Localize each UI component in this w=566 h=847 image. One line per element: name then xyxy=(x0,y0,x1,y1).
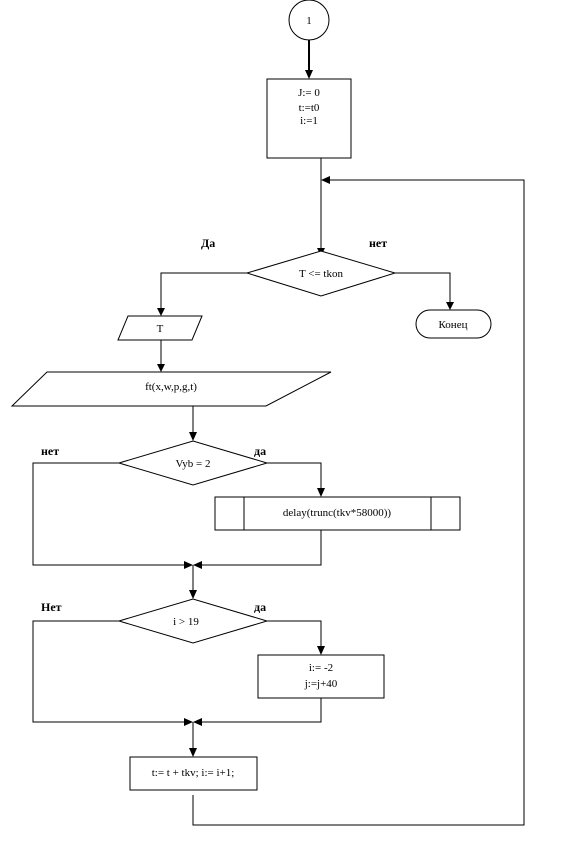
decision-i-no-label: Нет xyxy=(41,600,62,614)
output-ft-parallelogram xyxy=(10,371,332,407)
output-T-parallelogram xyxy=(117,315,203,341)
arrow-head xyxy=(189,590,197,599)
arrow-head xyxy=(157,308,165,316)
delay-subroutine-box xyxy=(214,496,461,531)
increment-process-box xyxy=(129,756,258,791)
connector-label: 1 xyxy=(306,15,312,27)
init-process-box xyxy=(266,78,352,159)
delay-label: delay(trunc(tkv*58000)) xyxy=(283,507,391,519)
decision-i-yes-label: да xyxy=(254,600,266,614)
end-label: Конец xyxy=(439,319,468,331)
arrow-head xyxy=(184,718,193,726)
reset-line-1: i:= -2 xyxy=(309,662,333,674)
arrow-head xyxy=(193,718,202,726)
init-line-2: t:=t0 xyxy=(299,102,320,114)
output-ft-label: ft(x,w,p,g,t) xyxy=(145,381,197,393)
arrow-head xyxy=(305,70,313,79)
edge-delay-merge xyxy=(200,530,322,566)
increment-label: t:= t + tkv; i:= i+1; xyxy=(152,767,235,779)
edge-reset-merge xyxy=(200,698,322,723)
reset-line-2: j:=j+40 xyxy=(304,678,338,690)
decision-vyb-condition: Vyb = 2 xyxy=(176,458,211,470)
arrow-head xyxy=(317,488,325,497)
edge-vyb-no xyxy=(32,462,186,566)
end-terminator xyxy=(415,309,492,339)
arrow-head xyxy=(321,176,330,184)
arrow-head xyxy=(189,748,197,757)
decision-time-yes-label: Да xyxy=(201,236,215,250)
init-line-3: i:=1 xyxy=(300,115,318,127)
decision-time-condition: T <= tkon xyxy=(299,268,343,280)
arrow-head xyxy=(193,561,202,569)
edge-i-yes xyxy=(267,620,322,648)
output-T-label: T xyxy=(157,323,164,335)
edge-decision-yes xyxy=(160,272,247,310)
decision-vyb-yes-label: да xyxy=(254,444,266,458)
decision-vyb-no-label: нет xyxy=(41,444,59,458)
arrow-head xyxy=(446,302,454,310)
decision-i-condition: i > 19 xyxy=(173,616,199,628)
arrow-head xyxy=(317,646,325,655)
arrow-head xyxy=(184,561,193,569)
edge-decision-no xyxy=(395,272,451,304)
edge-loop-back xyxy=(192,179,525,826)
decision-time-no-label: нет xyxy=(369,236,387,250)
edge-vyb-yes xyxy=(267,462,322,490)
arrow-head xyxy=(189,432,197,441)
arrow-head xyxy=(157,364,165,372)
edge-i-no xyxy=(32,620,186,723)
init-line-1: J:= 0 xyxy=(298,87,320,99)
reset-process-box xyxy=(257,654,385,699)
